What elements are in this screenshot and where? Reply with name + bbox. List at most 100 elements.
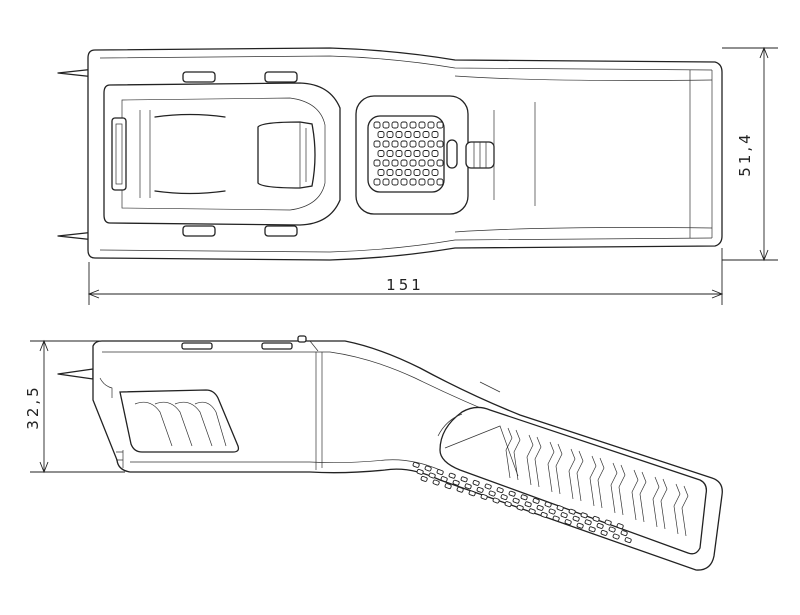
top-slider-trigger <box>257 121 316 189</box>
grille-hole <box>386 131 394 138</box>
grip-dot <box>456 486 464 493</box>
grip-dot <box>612 533 620 540</box>
grip-dot <box>420 475 428 482</box>
side-view <box>57 335 723 571</box>
grip-dot <box>516 504 524 511</box>
grille-hole <box>436 121 444 129</box>
grip-dot <box>424 465 432 472</box>
grille-hole <box>409 159 417 167</box>
grille-hole <box>391 178 399 186</box>
top-tab <box>182 225 216 237</box>
grille-hole <box>431 131 439 138</box>
grip-dot <box>600 529 608 536</box>
dimension-height: 32,5 <box>24 339 125 474</box>
grille-hole <box>422 131 430 138</box>
handle-rib <box>589 455 597 507</box>
grip-dot <box>532 497 540 504</box>
grille-hole <box>418 159 426 167</box>
side-top-button <box>297 335 307 343</box>
handle-ribs <box>505 427 689 537</box>
grille-hole <box>427 178 435 186</box>
grip-dot <box>444 483 452 490</box>
top-view <box>57 47 723 261</box>
grille-hole <box>377 169 385 176</box>
grille-hole <box>404 131 412 138</box>
grille-hole <box>409 178 417 186</box>
side-body-outline <box>92 340 723 571</box>
grille-hole <box>373 178 381 186</box>
grip-dot <box>412 461 420 468</box>
grip-dot <box>584 519 592 526</box>
top-rail-lower <box>99 237 713 253</box>
top-tab <box>182 71 216 83</box>
handle-rib <box>597 457 605 509</box>
grip-dot <box>508 490 516 497</box>
grille-hole <box>395 131 403 138</box>
grip-dot <box>468 490 476 497</box>
length-dimension-label: 151 <box>386 276 424 294</box>
grille-hole <box>377 131 385 138</box>
grip-dot <box>488 490 496 497</box>
handle-rib <box>534 436 542 488</box>
height-dimension-label: 32,5 <box>24 384 42 429</box>
grip-dot <box>592 515 600 522</box>
grille-hole <box>391 121 399 129</box>
grille-hole <box>395 150 403 157</box>
width-dimension-label: 51,4 <box>736 131 754 176</box>
grip-dot <box>572 515 580 522</box>
handle-rib <box>631 469 639 521</box>
grille-hole <box>377 150 385 157</box>
grip-dot <box>460 476 468 483</box>
grip-dot <box>548 508 556 515</box>
grip-dot <box>544 501 552 508</box>
handle-rib <box>505 427 513 479</box>
grip-dot <box>416 468 424 475</box>
grip-dot <box>564 519 572 526</box>
handle-rib <box>660 478 668 530</box>
grip-dot <box>528 508 536 515</box>
grille-hole <box>391 159 399 167</box>
grille-hole <box>373 121 381 129</box>
grip-dot <box>588 526 596 533</box>
grille-hole <box>409 121 417 129</box>
grip-dot <box>552 515 560 522</box>
grille-hole <box>373 159 381 167</box>
grip-dot <box>436 469 444 476</box>
grip-dot <box>556 505 564 512</box>
grille-hole <box>422 169 430 176</box>
grille-hole <box>418 140 426 148</box>
grille-hole <box>431 150 439 157</box>
grip-dot <box>596 522 604 529</box>
grip-dot <box>616 523 624 530</box>
top-tab <box>264 225 298 237</box>
grille-hole <box>436 178 444 186</box>
grille-hole <box>431 169 439 176</box>
grille-hole <box>413 169 421 176</box>
grille-hole <box>409 140 417 148</box>
grip-dot <box>520 494 528 501</box>
grip-dot <box>496 487 504 494</box>
grip-dot <box>452 479 460 486</box>
dimension-length: 151 <box>87 248 724 305</box>
handle-rib <box>547 441 555 493</box>
handle-rib <box>681 485 689 537</box>
grip-dot <box>448 472 456 479</box>
indicator-button <box>446 139 458 169</box>
grille-hole <box>386 169 394 176</box>
grille-hole <box>400 159 408 167</box>
grille-hole <box>418 178 426 186</box>
grip-dot <box>604 519 612 526</box>
grip-dot <box>540 511 548 518</box>
handle-rib <box>618 464 626 516</box>
handle-rib <box>673 483 681 535</box>
handle-rib <box>639 471 647 523</box>
grip-dot <box>608 526 616 533</box>
grip-dot <box>504 501 512 508</box>
bottom-grip-texture <box>412 461 632 544</box>
grip-dot <box>624 537 632 544</box>
grille-hole <box>422 150 430 157</box>
grille-hole <box>427 121 435 129</box>
grille-hole <box>395 169 403 176</box>
grille-hole <box>382 121 390 129</box>
